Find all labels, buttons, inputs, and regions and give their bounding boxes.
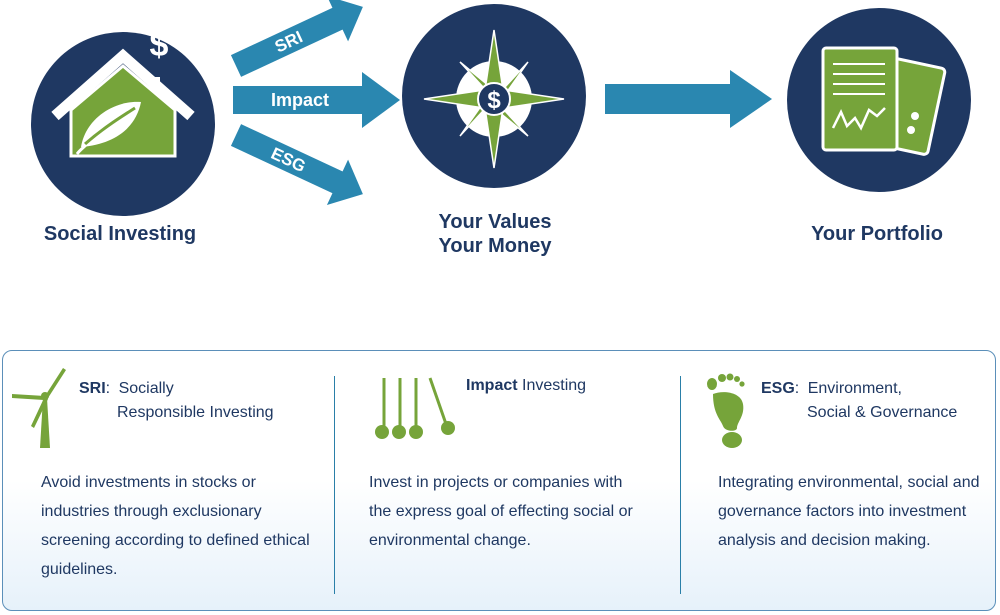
esg-arrow: ESG	[230, 124, 363, 205]
sri-sep: :	[105, 380, 111, 397]
footprint-icon	[707, 373, 745, 448]
values-money-circle: $	[402, 4, 586, 188]
house-dollar-sign: $	[150, 32, 169, 64]
impact-card-title: Impact Investing	[466, 374, 666, 398]
sri-name-line1: Socially	[118, 380, 174, 397]
panel-divider-2	[680, 376, 681, 594]
portfolio-circle	[787, 8, 971, 192]
values-label-line2: Your Money	[438, 235, 552, 257]
values-label-line1: Your Values	[438, 211, 552, 233]
social-investing-circle: $	[31, 32, 215, 216]
portfolio-arrow	[605, 70, 772, 128]
impact-card-description: Invest in projects or companies with the…	[369, 474, 633, 549]
esg-name-line2: Social & Governance	[807, 404, 958, 421]
impact-name-line1: Investing	[522, 377, 587, 394]
sri-abbr: SRI	[79, 380, 106, 397]
impact-abbr: Impact	[466, 377, 518, 394]
flow-arrows: SRI Impact ESG	[230, 0, 772, 205]
compass-dollar-sign: $	[487, 87, 501, 114]
house-leaf-icon: $	[51, 32, 195, 158]
sri-card-title: SRI: Socially Responsible Investing	[79, 377, 319, 425]
panel-divider-1	[334, 376, 335, 594]
impact-arrow-label: Impact	[271, 90, 329, 110]
sri-name-line2: Responsible Investing	[117, 404, 274, 421]
esg-abbr: ESG	[761, 380, 795, 397]
sri-card-description: Avoid investments in stocks or industrie…	[41, 474, 310, 578]
esg-name-line1: Environment,	[807, 380, 902, 397]
esg-sep: :	[794, 380, 800, 397]
impact-arrow: Impact	[233, 72, 400, 128]
social-investing-label: Social Investing	[20, 222, 220, 246]
esg-card-title: ESG: Environment, Social & Governance	[761, 377, 991, 425]
newtons-cradle-icon	[375, 377, 455, 439]
compass-icon: $	[423, 29, 565, 169]
definitions-panel	[2, 350, 996, 611]
portfolio-text: Your Portfolio	[811, 223, 943, 245]
portfolio-label: Your Portfolio	[777, 222, 977, 246]
social-investing-text: Social Investing	[43, 223, 197, 245]
wind-turbine-icon	[12, 368, 66, 448]
sri-arrow: SRI	[230, 0, 363, 77]
esg-card-description: Integrating environmental, social and go…	[718, 474, 980, 549]
values-money-label: Your Values Your Money	[395, 210, 595, 258]
portfolio-documents-icon	[821, 46, 947, 156]
